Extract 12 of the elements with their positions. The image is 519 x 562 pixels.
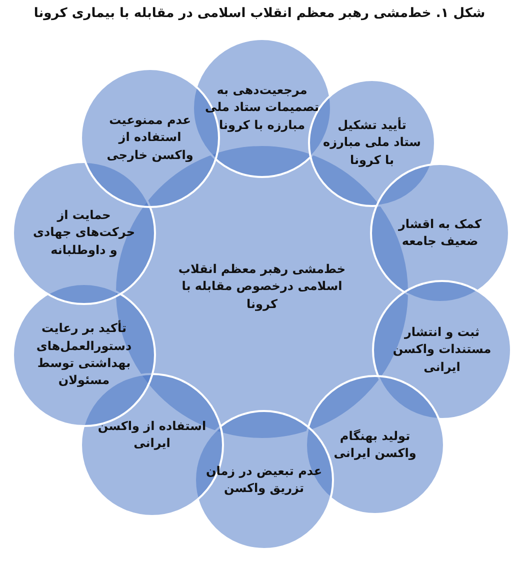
circle-label: خط‌مشی رهبر معظم انقلاب اسلامی درخصوص مقابله با کرونا [177, 260, 347, 313]
circle-label: مرجعیت‌دهی به تصمیمات ستاد ملی مبارزه با کرونا [204, 82, 320, 134]
circle-label: تولید بهنگام واکسن ایرانی [332, 428, 418, 462]
figure-title: شکل ۱. خط‌مشی رهبر معظم انقلاب اسلامی در مقابله با بیماری کرونا [32, 6, 486, 21]
circle-label: کمک به اقشار ضعیف جامعه [397, 216, 483, 250]
circle-label: حمایت از حرکت‌های جهادی و داوطلبانه [32, 206, 136, 259]
circle-label: تأکید بر رعایت دستورالعمل‌های بهداشتی توسط مسئولان [35, 320, 133, 390]
circle-label: عدم تبعیض در زمان تزریق واکسن [204, 462, 324, 497]
circle-label: استفاده از واکسن ایرانی [96, 418, 208, 452]
circle-label: تأیید تشکیل ستاد ملی مبارزه با کرونا [322, 116, 422, 169]
circle-label: ثبت و انتشار مستندات واکسن ایرانی [392, 324, 492, 376]
circle-label: عدم ممنوعیت استفاده از واکسن خارجی [106, 112, 194, 164]
